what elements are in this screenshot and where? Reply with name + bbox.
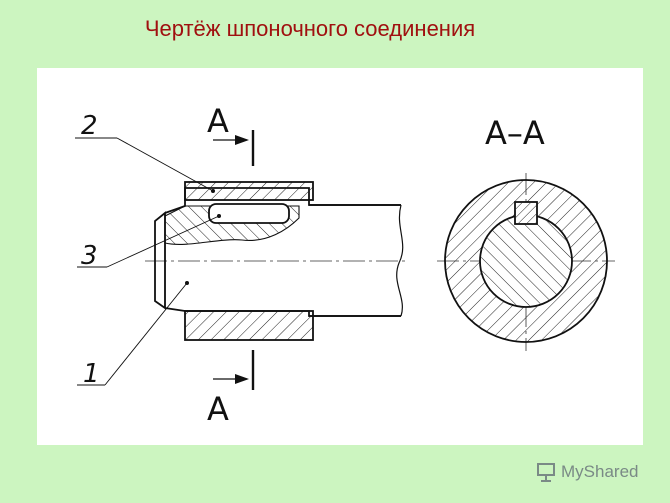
presentation-board-icon xyxy=(537,463,555,482)
slide-title: Чертёж шпоночного соединения xyxy=(144,16,476,41)
section-arrow-bottom-head xyxy=(235,374,249,384)
leader-key-dot xyxy=(217,214,221,218)
leader-shaft-dot xyxy=(185,281,189,285)
key-part xyxy=(208,203,290,224)
watermark-text: MyShared xyxy=(561,462,639,481)
leader-shaft-diag xyxy=(104,282,188,386)
drawing-sheet: 2 3 1 A A A–A xyxy=(37,68,643,445)
watermark: MyShared xyxy=(535,457,638,487)
section-view: A–A xyxy=(437,114,615,351)
section-mark-top: A xyxy=(207,102,229,140)
key-cross-hatch xyxy=(516,203,536,223)
callout-shaft: 1 xyxy=(83,359,100,389)
callout-key: 3 xyxy=(81,241,98,271)
section-mark-bottom: A xyxy=(207,390,229,428)
hub-bottom-section xyxy=(184,310,314,341)
leader-hub-diag xyxy=(116,137,214,192)
main-view: 2 3 1 A A xyxy=(75,102,407,428)
callout-hub: 2 xyxy=(81,111,98,141)
leader-hub-dot xyxy=(211,189,215,193)
shaft-break-line xyxy=(396,204,404,317)
section-arrow-top-head xyxy=(235,135,249,145)
section-title: A–A xyxy=(485,114,545,152)
shaft-cross-hatch xyxy=(481,216,571,306)
key-joint-drawing: 2 3 1 A A A–A xyxy=(75,102,615,428)
leader-key-diag xyxy=(106,215,220,268)
hub-top-section xyxy=(184,181,314,201)
